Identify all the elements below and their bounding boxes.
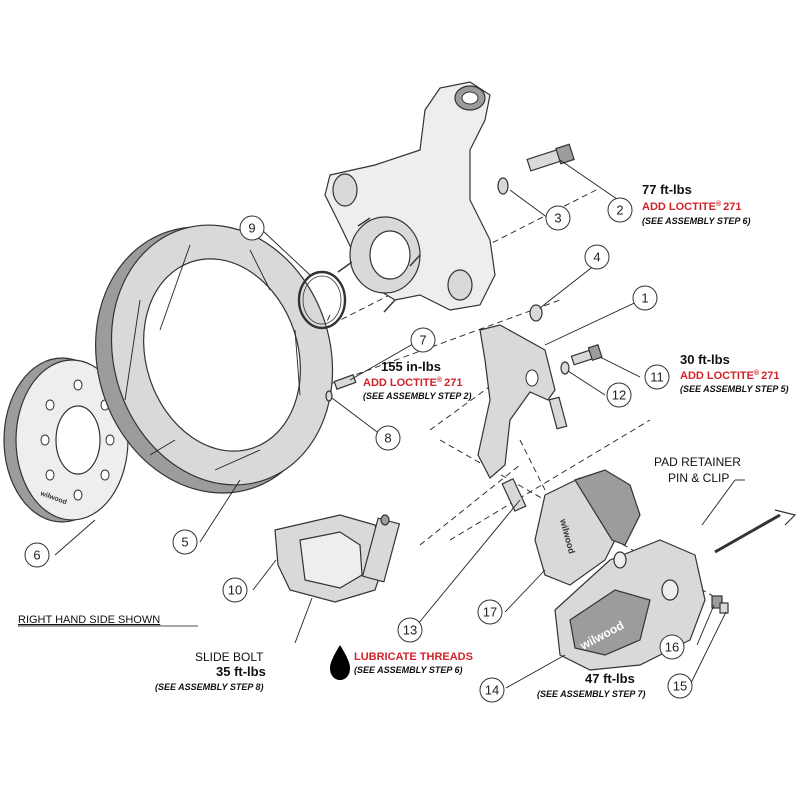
pad-retainer-line2: PIN & CLIP <box>668 471 729 485</box>
right-hand-side-shown: RIGHT HAND SIDE SHOWN <box>18 614 160 626</box>
torque-47-value: 47 ft-lbs <box>585 671 635 686</box>
callout-leaders <box>54 159 745 689</box>
svg-text:4: 4 <box>593 250 600 265</box>
callout-2: 2 <box>607 197 633 223</box>
svg-text:ADD LOCTITE®271: ADD LOCTITE®271 <box>642 200 741 213</box>
svg-text:7: 7 <box>419 333 426 348</box>
pad-retainer-pin <box>714 509 797 554</box>
oil-drop-icon <box>330 645 350 680</box>
washer-8 <box>325 390 333 402</box>
callout-12: 12 <box>606 382 632 408</box>
svg-text:8: 8 <box>384 431 391 446</box>
lubricate-note: LUBRICATE THREADS (SEE ASSEMBLY STEP 6) <box>354 651 473 675</box>
svg-text:6: 6 <box>33 548 40 563</box>
bleeder-15-16 <box>711 595 729 614</box>
svg-text:10: 10 <box>228 583 242 598</box>
svg-text:16: 16 <box>665 640 679 655</box>
washer-4 <box>529 304 543 322</box>
brake-rotor <box>95 224 334 494</box>
svg-text:5: 5 <box>181 535 188 550</box>
callout-1: 1 <box>632 285 658 311</box>
lubricate-title: LUBRICATE THREADS <box>354 651 473 663</box>
callout-7: 7 <box>410 327 436 353</box>
svg-text:15: 15 <box>673 679 687 694</box>
svg-text:1: 1 <box>641 291 648 306</box>
parking-caliper <box>274 514 401 603</box>
svg-text:ADD LOCTITE®271: ADD LOCTITE®271 <box>680 369 779 382</box>
svg-text:2: 2 <box>616 203 623 218</box>
svg-text:9: 9 <box>248 221 255 236</box>
torque-note-47: 47 ft-lbs (SEE ASSEMBLY STEP 7) <box>537 671 646 699</box>
torque-30-loctite: ADD LOCTITE <box>680 370 754 382</box>
torque-155-loctite: ADD LOCTITE <box>363 377 437 389</box>
callout-3: 3 <box>545 205 571 231</box>
brake-pads: wilwood <box>534 469 641 586</box>
svg-text:ADD LOCTITE®271: ADD LOCTITE®271 <box>363 376 462 389</box>
bolt-7 <box>333 374 357 390</box>
caliper-bracket <box>477 324 568 479</box>
washer-12 <box>560 361 570 375</box>
callout-10: 10 <box>222 577 248 603</box>
stud-13 <box>501 478 527 512</box>
lubricate-step: (SEE ASSEMBLY STEP 6) <box>354 665 463 675</box>
pad-retainer-note: PAD RETAINER PIN & CLIP <box>654 455 741 485</box>
callout-4: 4 <box>584 244 610 270</box>
slide-bolt-torque: 35 ft-lbs <box>216 664 266 679</box>
bolt-2 <box>526 143 575 172</box>
slide-bolt-step: (SEE ASSEMBLY STEP 8) <box>155 682 264 692</box>
torque-note-155: 155 in-lbs ADD LOCTITE®271 (SEE ASSEMBLY… <box>363 359 472 401</box>
steering-knuckle <box>324 81 496 313</box>
callout-15: 15 <box>667 673 693 699</box>
callout-5: 5 <box>172 529 198 555</box>
svg-text:3: 3 <box>554 211 561 226</box>
torque-47-step: (SEE ASSEMBLY STEP 7) <box>537 689 646 699</box>
bolt-11 <box>570 343 603 366</box>
callout-14: 14 <box>479 677 505 703</box>
torque-155-step: (SEE ASSEMBLY STEP 2) <box>363 391 472 401</box>
callout-8: 8 <box>375 425 401 451</box>
svg-text:13: 13 <box>403 623 417 638</box>
torque-77-loctite: ADD LOCTITE <box>642 201 716 213</box>
callout-11: 11 <box>644 364 670 390</box>
svg-text:14: 14 <box>485 683 499 698</box>
slide-bolt-label: SLIDE BOLT <box>195 650 264 664</box>
washer-3 <box>497 177 509 195</box>
callout-13: 13 <box>397 617 423 643</box>
svg-text:11: 11 <box>650 370 664 385</box>
callout-6: 6 <box>24 542 50 568</box>
callout-17: 17 <box>477 599 503 625</box>
side-note: RIGHT HAND SIDE SHOWN <box>18 614 198 627</box>
o-ring <box>297 270 347 330</box>
torque-note-30: 30 ft-lbs ADD LOCTITE®271 (SEE ASSEMBLY … <box>680 352 789 394</box>
torque-77-value: 77 ft-lbs <box>642 182 692 197</box>
callout-9: 9 <box>239 215 265 241</box>
callout-16: 16 <box>659 634 685 660</box>
pad-retainer-line1: PAD RETAINER <box>654 455 741 469</box>
slide-bolt-note: SLIDE BOLT 35 ft-lbs (SEE ASSEMBLY STEP … <box>155 650 266 692</box>
torque-30-step: (SEE ASSEMBLY STEP 5) <box>680 384 789 394</box>
svg-text:12: 12 <box>612 388 626 403</box>
torque-30-value: 30 ft-lbs <box>680 352 730 367</box>
torque-note-77: 77 ft-lbs ADD LOCTITE®271 (SEE ASSEMBLY … <box>642 182 751 226</box>
torque-155-value: 155 in-lbs <box>381 359 441 374</box>
torque-77-step: (SEE ASSEMBLY STEP 6) <box>642 216 751 226</box>
svg-text:17: 17 <box>483 605 497 620</box>
